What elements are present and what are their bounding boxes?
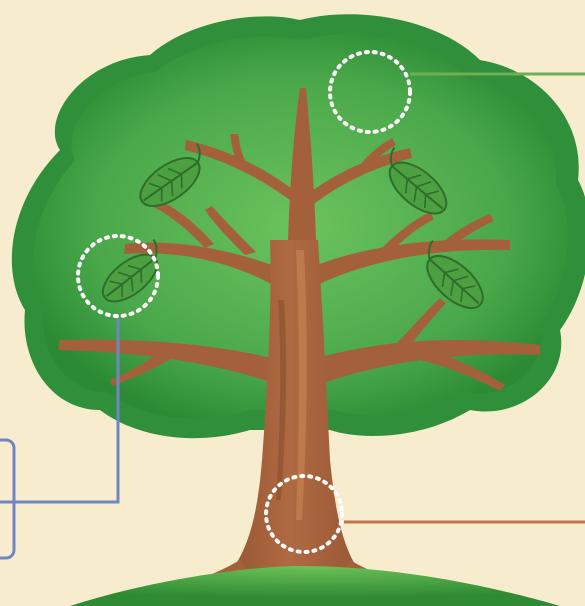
tree-diagram: [0, 0, 585, 606]
